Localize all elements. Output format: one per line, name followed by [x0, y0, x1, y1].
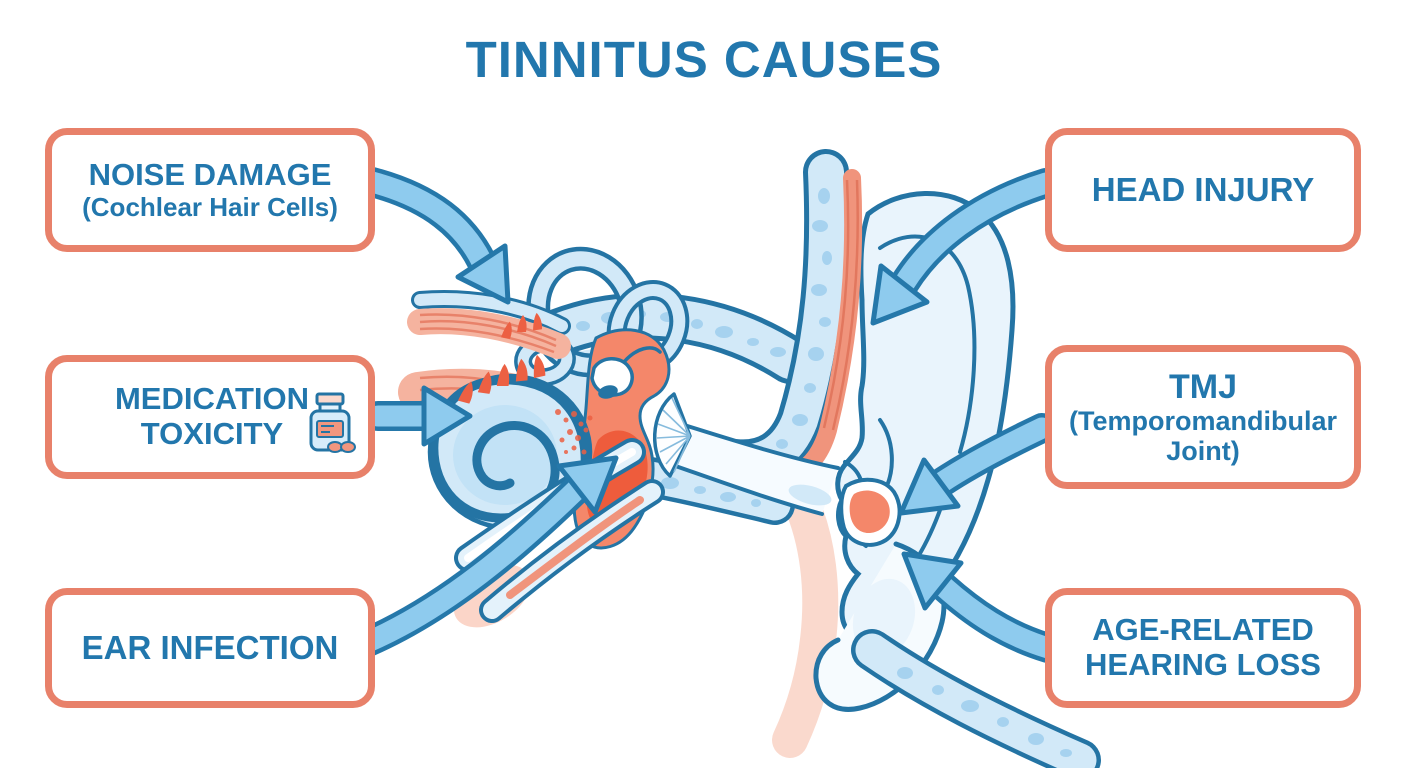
page-title: TINNITUS CAUSES [465, 31, 943, 88]
cause-label: TMJ [1169, 367, 1237, 406]
cause-label: HEAD INJURY [1091, 170, 1315, 208]
cause-label: EAR INFECTION [81, 628, 339, 666]
arrow-ear-infection [353, 455, 619, 657]
cause-label: AGE-RELATED HEARING LOSS [1085, 612, 1321, 682]
arrow-age-related [901, 551, 1063, 663]
arrow-tmj [898, 413, 1057, 516]
damaged-hair-cells [457, 312, 593, 455]
arrow-noise-damage [357, 167, 511, 305]
pill-bottle-icon [304, 392, 356, 462]
tmj-joint [839, 477, 902, 547]
cause-sublabel: (Cochlear Hair Cells) [82, 191, 338, 222]
cause-box-age-related-hearing-loss: AGE-RELATED HEARING LOSS [1045, 588, 1361, 708]
eardrum [652, 392, 692, 478]
cause-box-tmj: TMJ (Temporomandibular Joint) [1045, 345, 1361, 489]
cause-box-noise-damage: NOISE DAMAGE (Cochlear Hair Cells) [45, 128, 375, 252]
arrow-medication-toxicity [363, 385, 473, 447]
cause-label: MEDICATION TOXICITY [114, 381, 310, 451]
arrow-head-injury [870, 168, 1061, 326]
ossicles [590, 346, 662, 399]
cause-label: NOISE DAMAGE [88, 157, 332, 193]
cause-box-ear-infection: EAR INFECTION [45, 588, 375, 708]
cause-sublabel: (Temporomandibular Joint) [1068, 405, 1337, 467]
bone-spongy-spots [576, 188, 1072, 757]
cause-box-head-injury: HEAD INJURY [1045, 128, 1361, 252]
cause-box-medication-toxicity: MEDICATION TOXICITY [45, 355, 375, 479]
